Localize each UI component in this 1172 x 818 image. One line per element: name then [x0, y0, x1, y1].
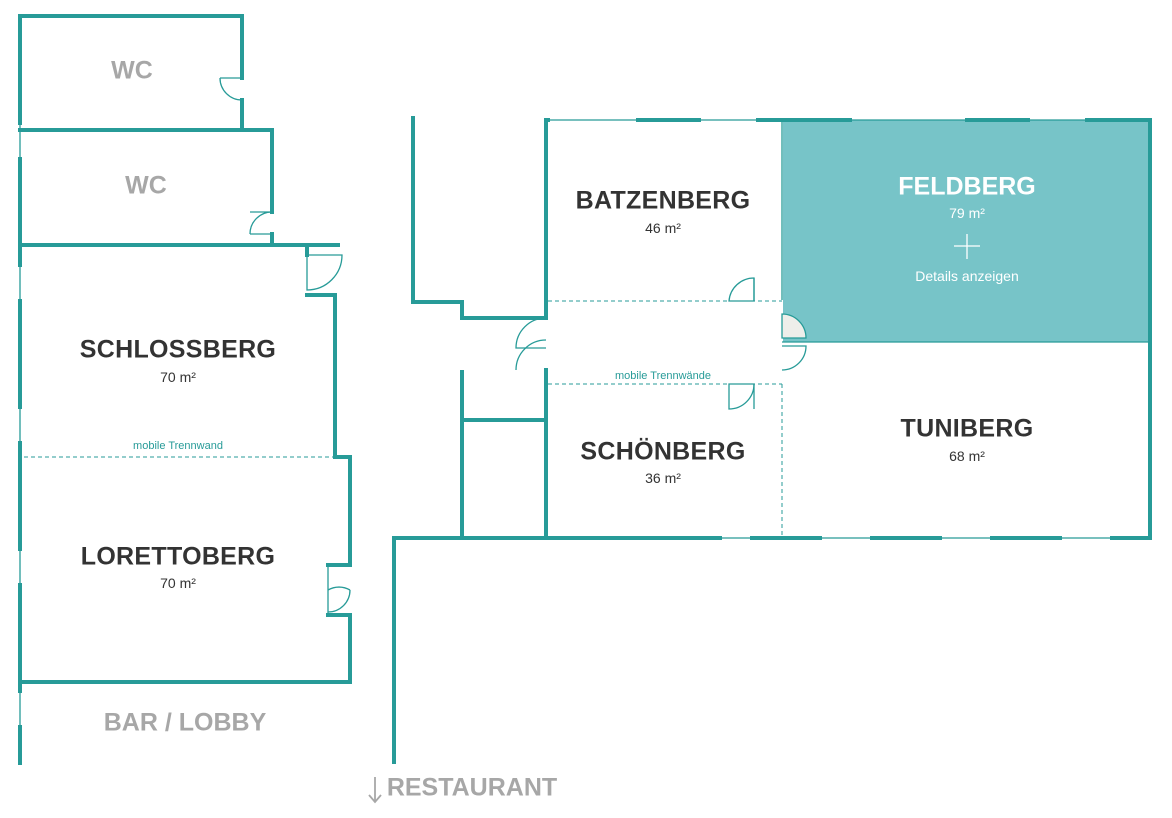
- partition-note-left: mobile Trennwand: [133, 440, 223, 452]
- room-name-feldberg[interactable]: FELDBERG: [898, 172, 1036, 201]
- room-name-batzenberg[interactable]: BATZENBERG: [575, 186, 751, 215]
- room-area-feldberg: 79 m²: [949, 205, 985, 221]
- left-doors: [219, 77, 351, 615]
- right-wing-walls: [392, 116, 1152, 764]
- room-area-lorettoberg: 70 m²: [160, 575, 196, 591]
- restaurant-label: RESTAURANT: [386, 773, 558, 802]
- room-label-wc-top: WC: [111, 56, 153, 85]
- plus-icon[interactable]: [954, 234, 980, 259]
- left-wing-walls: [18, 14, 352, 765]
- room-label-wc-bottom: WC: [125, 171, 167, 200]
- room-area-tuniberg: 68 m²: [949, 448, 985, 464]
- arrow-down-icon: [368, 777, 382, 804]
- details-link-feldberg[interactable]: Details anzeigen: [915, 268, 1019, 284]
- room-feldberg-area[interactable]: [783, 120, 1149, 342]
- room-name-schoenberg[interactable]: SCHÖNBERG: [580, 437, 746, 466]
- room-area-batzenberg: 46 m²: [645, 220, 681, 236]
- bar-lobby-label: BAR / LOBBY: [103, 708, 267, 737]
- right-doors: [515, 277, 807, 410]
- partition-note-right: mobile Trennwände: [614, 370, 712, 382]
- room-name-schlossberg[interactable]: SCHLOSSBERG: [79, 335, 277, 364]
- room-area-schoenberg: 36 m²: [645, 470, 681, 486]
- room-area-schlossberg: 70 m²: [160, 369, 196, 385]
- room-name-tuniberg[interactable]: TUNIBERG: [900, 414, 1034, 443]
- room-name-lorettoberg[interactable]: LORETTOBERG: [80, 542, 276, 571]
